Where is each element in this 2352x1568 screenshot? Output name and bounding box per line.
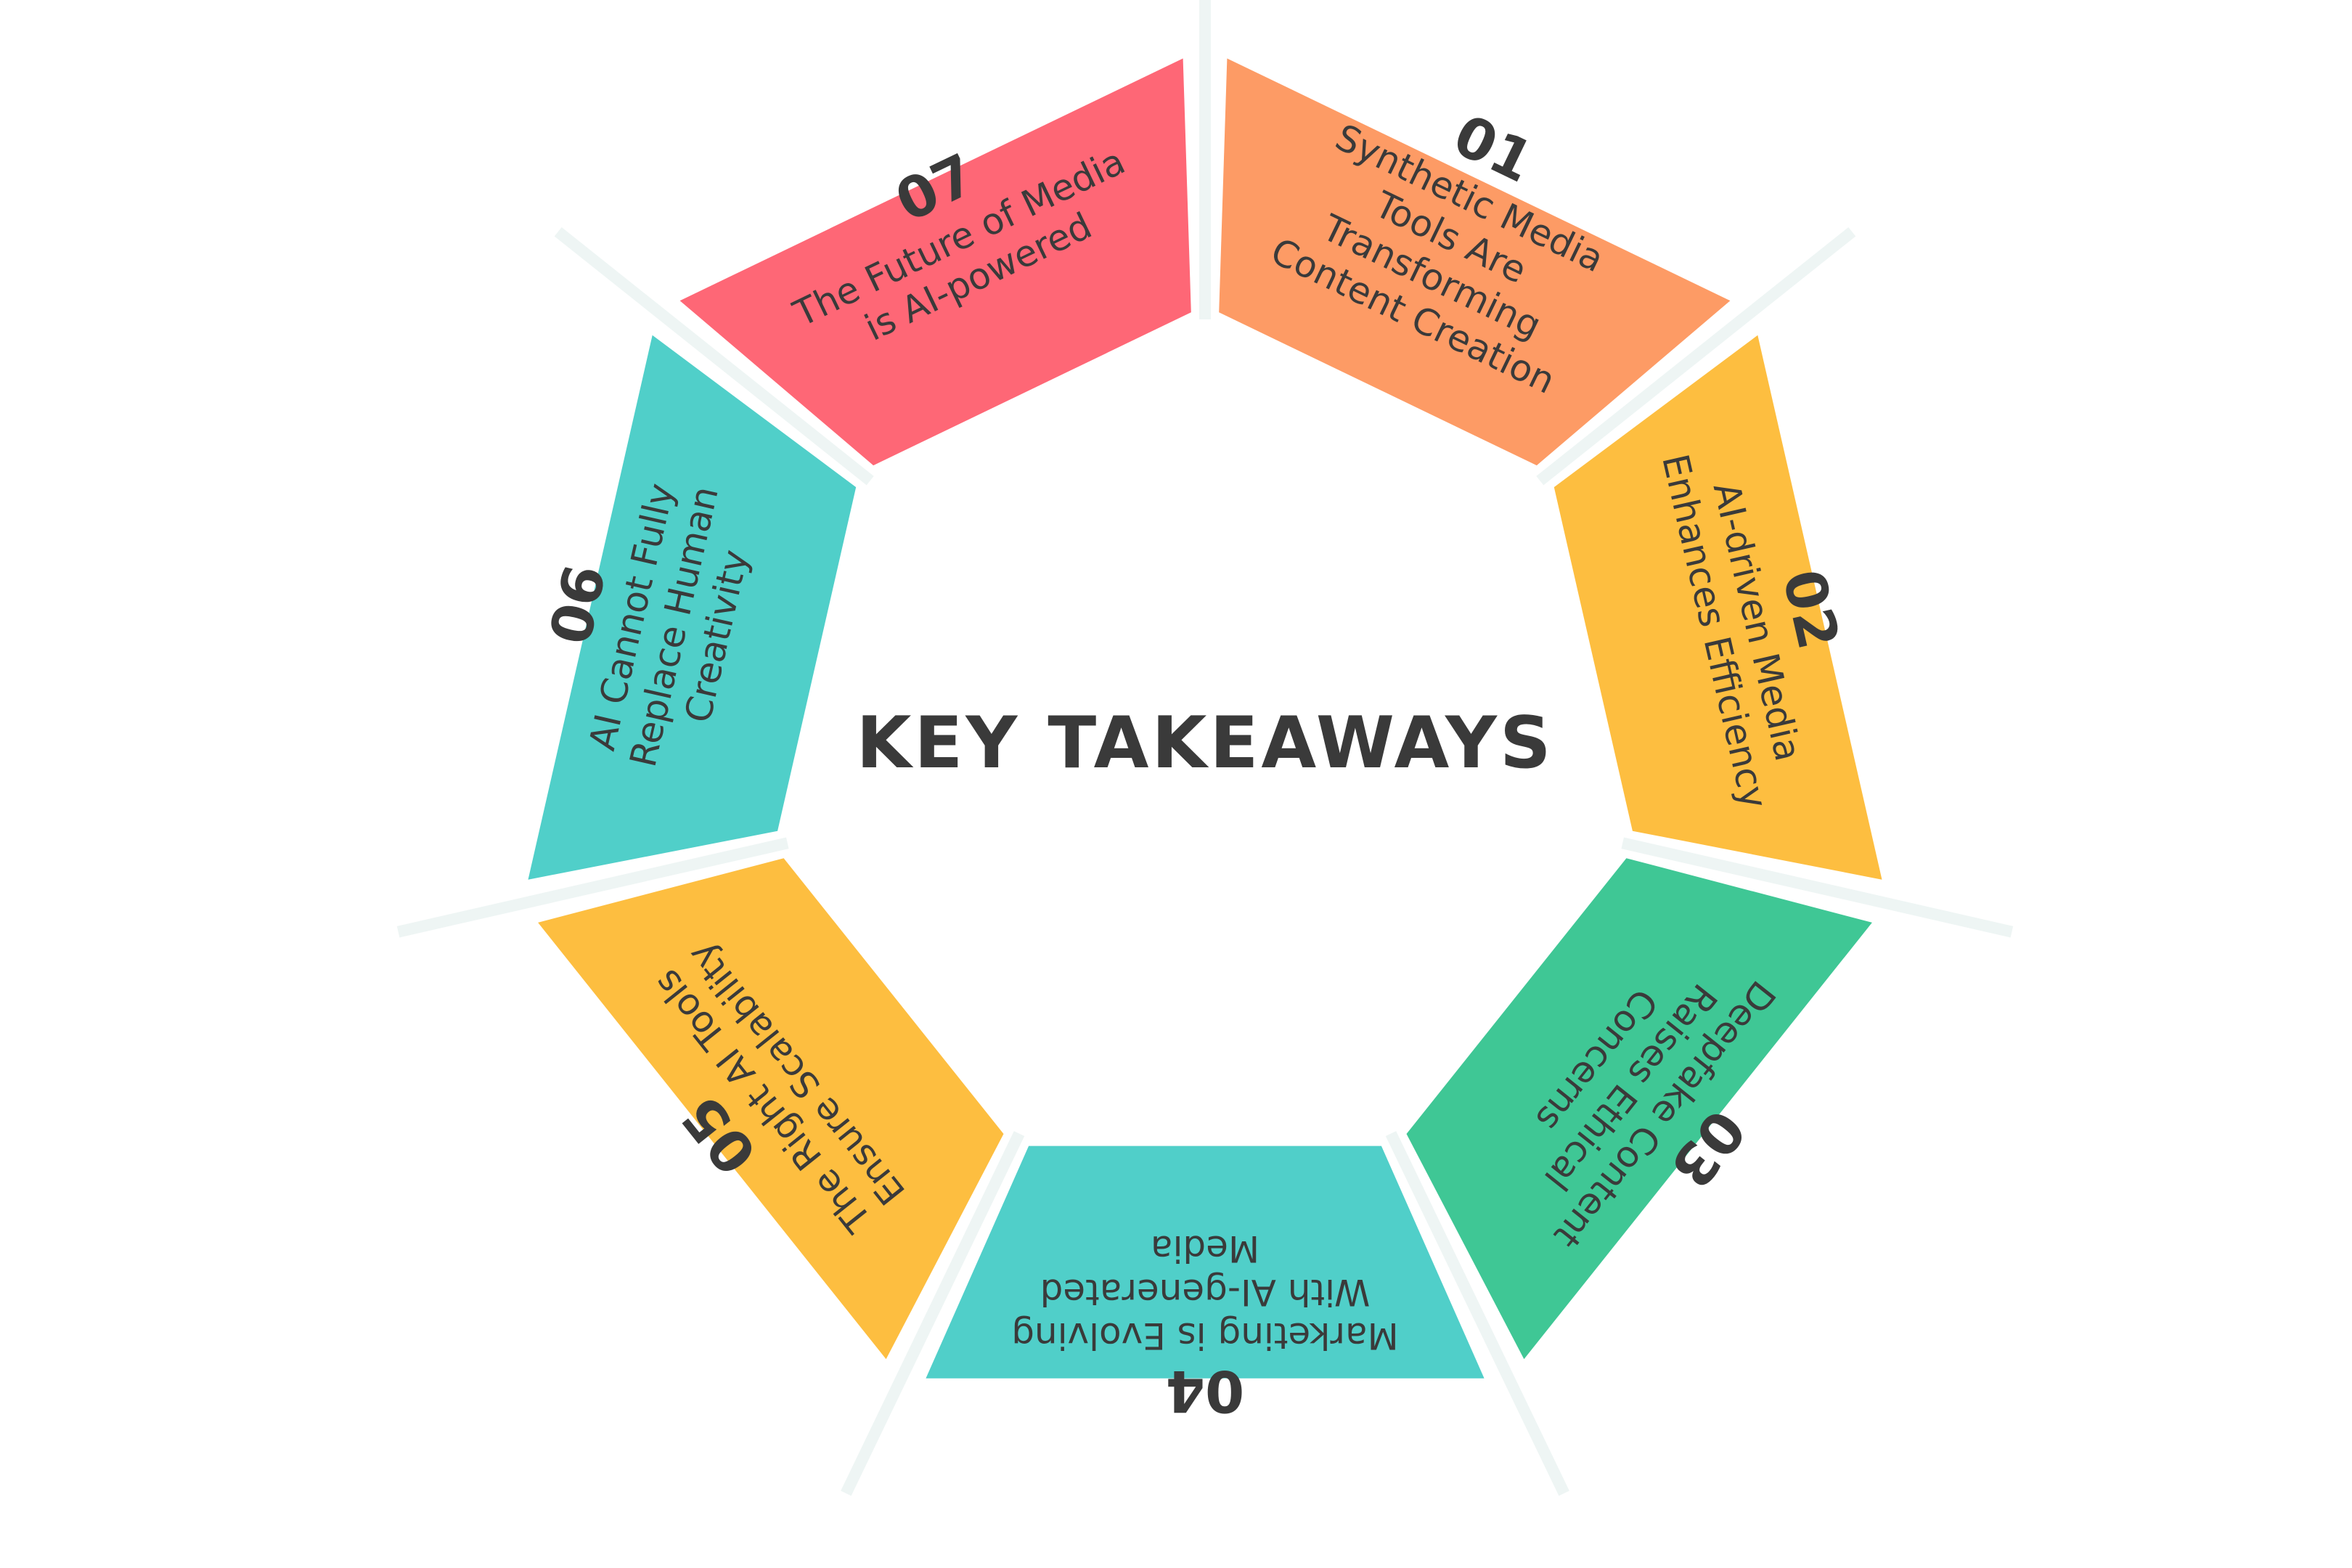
segment-number: 04 bbox=[1166, 1357, 1245, 1423]
divider-spoke bbox=[554, 226, 874, 486]
divider-spoke bbox=[1536, 226, 1856, 486]
divider-spoke bbox=[396, 837, 789, 938]
segment-shape bbox=[1406, 858, 1872, 1360]
segment-shape bbox=[528, 335, 857, 880]
divider-spoke bbox=[1621, 837, 2014, 938]
segment-description-line: With AI-generated bbox=[1040, 1271, 1371, 1313]
divider-spoke bbox=[841, 1131, 1025, 1496]
segment-shape bbox=[538, 858, 1004, 1360]
divider-spokes bbox=[396, 0, 2014, 1496]
center-title: KEY TAKEAWAYS bbox=[856, 702, 1553, 785]
segment-description-line: Marketing is Evolving bbox=[1011, 1315, 1399, 1357]
segment-shape bbox=[926, 1146, 1485, 1379]
segment-shape bbox=[1553, 335, 1882, 880]
segment-shape bbox=[679, 58, 1191, 466]
segment-description-line: Media bbox=[1151, 1228, 1259, 1270]
segment-shape bbox=[1219, 58, 1731, 466]
divider-spoke bbox=[1385, 1131, 1569, 1496]
